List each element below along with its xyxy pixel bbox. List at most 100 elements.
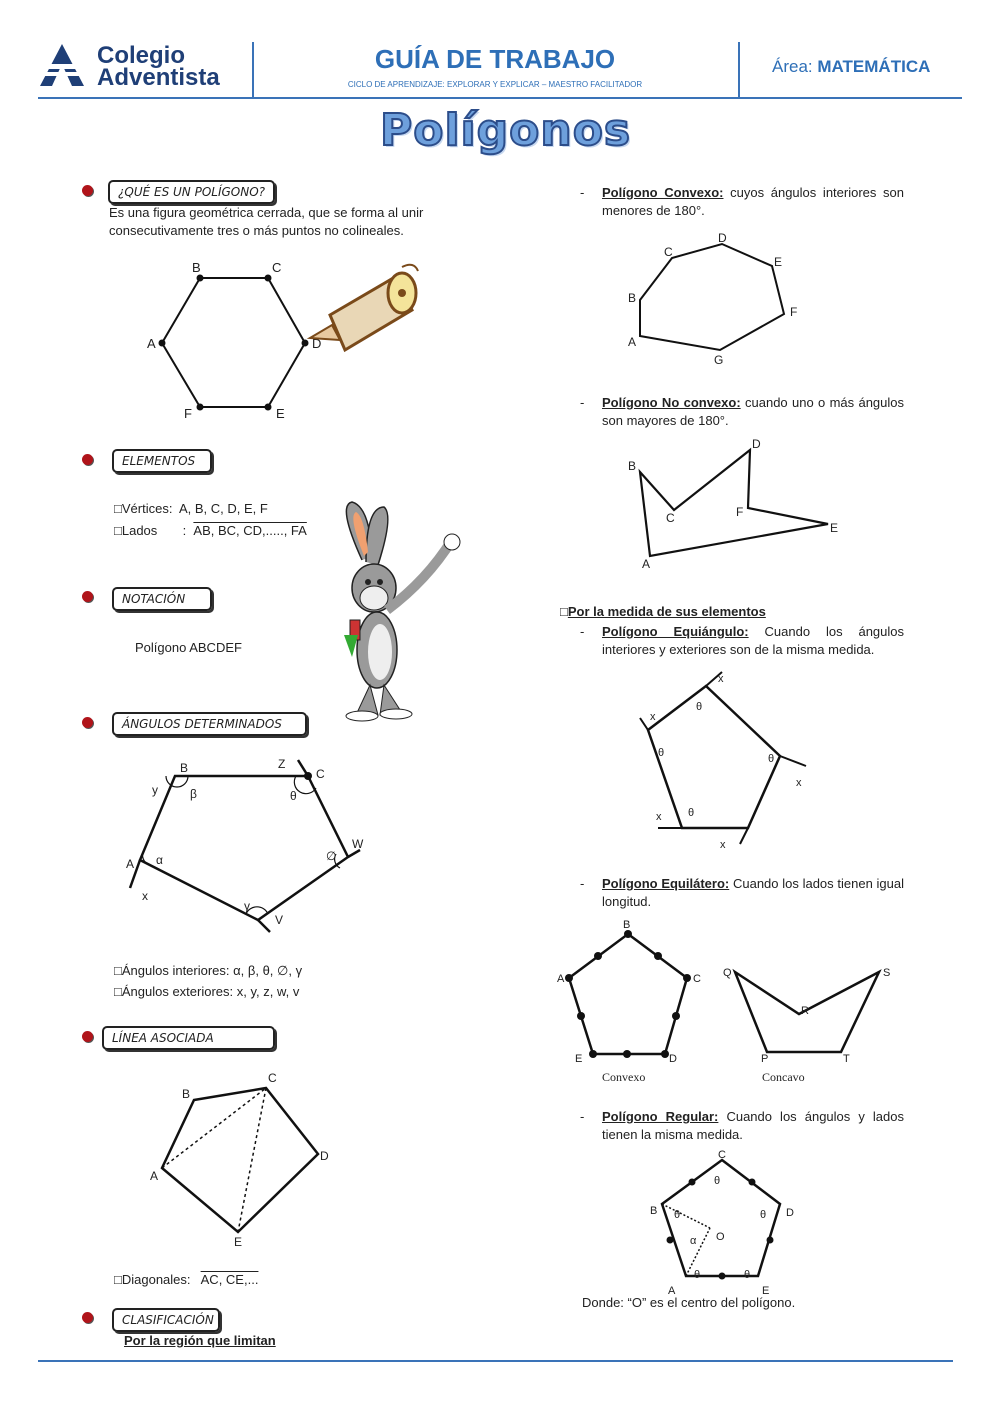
header-divider: [738, 42, 740, 98]
header-divider: [252, 42, 254, 98]
svg-text:θ: θ: [674, 1209, 680, 1221]
vertex-label: A: [147, 336, 156, 351]
svg-text:G: G: [714, 353, 723, 367]
measure-title: □Por la medida de sus elementos: [560, 604, 766, 619]
svg-text:x: x: [720, 839, 726, 848]
definition-text: Es una figura geométrica cerrada, que se…: [109, 205, 424, 238]
notation-text: Polígono ABCDEF: [135, 640, 242, 655]
concave-caption: Concavo: [762, 1070, 805, 1084]
regular-def: Polígono Regular: Cuando los ángulos y l…: [602, 1109, 904, 1142]
svg-text:B: B: [182, 1087, 190, 1101]
diagonals-diagram: B C D E A: [150, 1071, 329, 1249]
svg-text:θ: θ: [760, 1209, 766, 1221]
vertex-label: F: [184, 406, 192, 421]
section-tag-classification: CLASIFICACIÓN: [112, 1308, 220, 1332]
svg-text:α: α: [156, 853, 163, 867]
svg-text:S: S: [883, 967, 890, 979]
svg-text:θ: θ: [688, 807, 694, 819]
svg-text:D: D: [669, 1053, 677, 1065]
svg-text:A: A: [126, 857, 134, 871]
svg-text:y: y: [152, 783, 158, 797]
svg-text:O: O: [716, 1231, 725, 1243]
svg-text:C: C: [666, 511, 675, 525]
svg-text:Q: Q: [723, 967, 732, 979]
svg-text:θ: θ: [768, 753, 774, 765]
svg-text:D: D: [718, 232, 727, 245]
svg-text:Z: Z: [278, 757, 285, 771]
bullet-icon: [82, 454, 93, 465]
footer-rule: [38, 1360, 953, 1362]
svg-text:x: x: [796, 777, 802, 789]
svg-text:F: F: [790, 305, 797, 319]
svg-text:θ: θ: [290, 789, 297, 803]
page-title: Polígonos: [379, 104, 632, 157]
logo-icon: [40, 44, 84, 86]
exterior-angles: □Ángulos exteriores: x, y, z, w, v: [114, 984, 300, 999]
nonconvex-def: Polígono No convexo: cuando uno o más án…: [602, 395, 904, 428]
svg-text:x: x: [650, 711, 656, 723]
svg-text:x: x: [142, 889, 148, 903]
svg-text:C: C: [316, 767, 325, 781]
svg-text:θ: θ: [714, 1175, 720, 1187]
equilateral-def: Polígono Equilátero: Cuando los lados ti…: [602, 876, 904, 909]
svg-text:A: A: [642, 557, 650, 571]
svg-text:C: C: [718, 1149, 726, 1161]
svg-text:D: D: [320, 1149, 329, 1163]
svg-text:x: x: [656, 811, 662, 823]
sides-row: □Lados : AB, BC, CD,....., FA: [114, 523, 307, 538]
doc-title: GUÍA DE TRABAJO: [374, 44, 616, 74]
svg-text:E: E: [762, 1285, 769, 1297]
vertices-row: □Vértices: A, B, C, D, E, F: [114, 501, 268, 516]
svg-text:B: B: [650, 1205, 657, 1217]
section-tag-notation: NOTACIÓN: [112, 587, 212, 611]
rabbit-illustration: [344, 501, 461, 722]
vertex-label: E: [276, 406, 285, 421]
svg-text:θ: θ: [696, 701, 702, 713]
svg-text:F: F: [736, 505, 743, 519]
svg-text:P: P: [761, 1053, 768, 1065]
svg-text:B: B: [623, 919, 630, 931]
svg-text:V: V: [275, 913, 283, 927]
svg-text:β: β: [190, 787, 197, 801]
section-tag-line: LÍNEA ASOCIADA: [102, 1026, 275, 1050]
area-label: Área: MATEMÁTICA: [772, 57, 931, 76]
svg-text:x: x: [718, 673, 724, 685]
diagonals-row: □Diagonales: AC, CE,...: [114, 1272, 259, 1287]
svg-text:α: α: [690, 1235, 697, 1247]
svg-text:γ: γ: [244, 899, 250, 913]
svg-text:W: W: [352, 837, 364, 851]
vertex-label: D: [312, 336, 321, 351]
svg-text:A: A: [668, 1285, 676, 1297]
header-rule: [38, 97, 962, 99]
section-tag-angles: ÁNGULOS DETERMINADOS: [112, 712, 307, 736]
equiangle-diagram: θ θ θ θ x x x x x: [639, 671, 807, 848]
svg-text:D: D: [786, 1207, 794, 1219]
svg-text:A: A: [557, 973, 565, 985]
nonconvex-diagram: BCD FEA: [628, 437, 838, 571]
svg-text:D: D: [752, 437, 761, 451]
svg-text:E: E: [575, 1053, 582, 1065]
svg-text:∅: ∅: [326, 849, 336, 863]
convex-def: Polígono Convexo: cuyos ángulos interior…: [602, 185, 904, 218]
svg-text:T: T: [843, 1053, 850, 1065]
bullet-icon: [82, 1031, 93, 1042]
vertex-label: B: [192, 260, 201, 275]
svg-text:θ: θ: [658, 747, 664, 759]
regular-note: Donde: “O” es el centro del polígono.: [582, 1295, 796, 1310]
svg-text:C: C: [693, 973, 701, 985]
bullet-icon: [82, 591, 93, 602]
bullet-icon: [82, 1312, 93, 1323]
equiangle-def: Polígono Equiángulo: Cuando los ángulos …: [602, 624, 905, 657]
section-tag-definition: ¿QUÉ ES UN POLÍGONO?: [108, 180, 276, 204]
bullet-icon: [82, 185, 93, 196]
vertex-label: C: [272, 260, 281, 275]
svg-text:E: E: [234, 1235, 242, 1249]
svg-text:A: A: [150, 1169, 158, 1183]
svg-text:E: E: [774, 255, 782, 269]
doc-subtitle: CICLO DE APRENDIZAJE: EXPLORAR Y EXPLICA…: [347, 80, 643, 89]
svg-text:E: E: [830, 521, 838, 535]
svg-text:C: C: [268, 1071, 277, 1085]
